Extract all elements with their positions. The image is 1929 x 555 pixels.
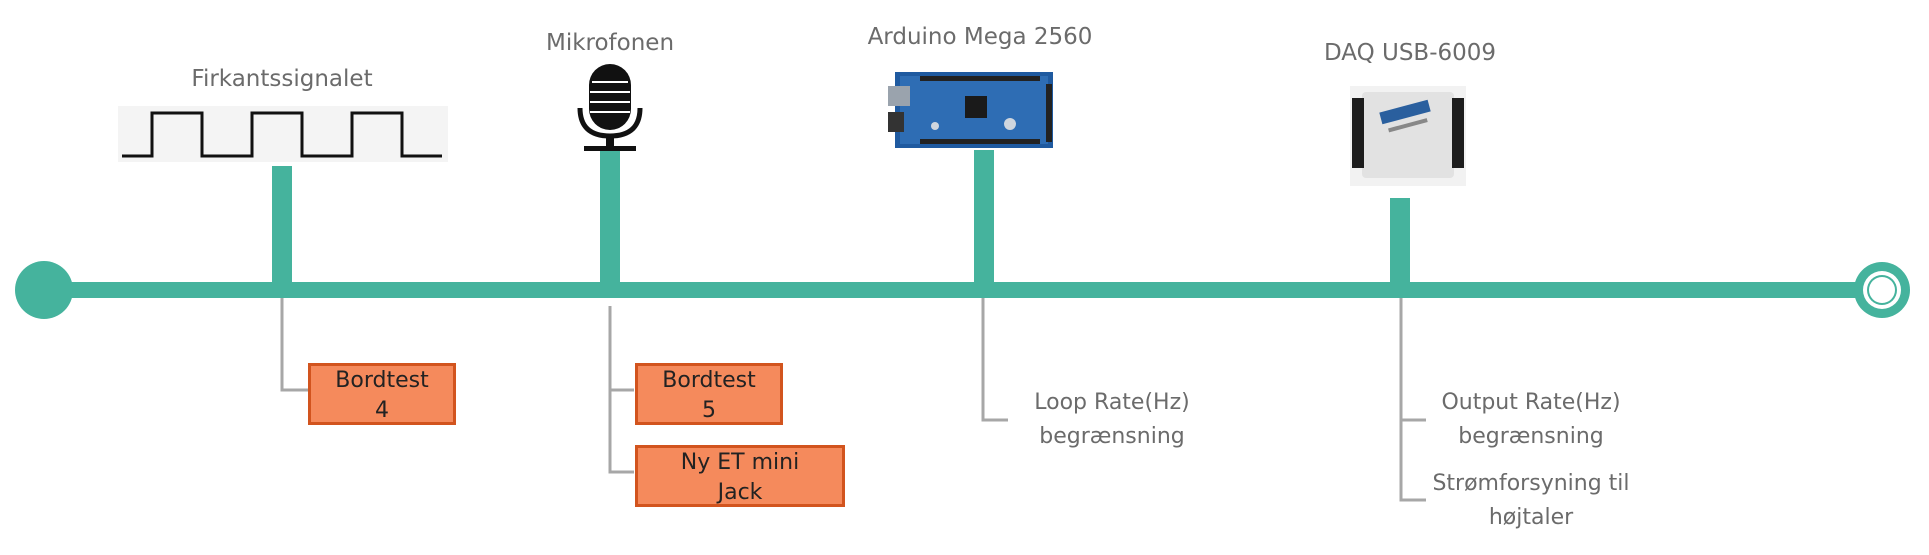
connector-daq (1399, 298, 1426, 422)
timeline-end-ring-hole (1869, 277, 1895, 303)
note-line2: højtaler (1488, 505, 1574, 530)
note-line1: Strømforsyning til (1432, 471, 1630, 496)
milestone-title-mikrofon: Mikrofonen (545, 30, 675, 56)
microphone-icon (577, 64, 643, 151)
box-line2: Jack (717, 480, 763, 505)
box-line1: Bordtest (662, 368, 756, 393)
box-line2: 4 (375, 398, 389, 423)
box-ny-et-mini-jack: Ny ET mini Jack (635, 445, 845, 507)
box-bordtest-5: Bordtest 5 (635, 363, 783, 425)
timeline-bar (44, 282, 1884, 298)
connector-arduino (981, 298, 1008, 422)
note-output-rate: Output Rate(Hz) begrænsning (1426, 386, 1636, 454)
note-stroemforsyning: Strømforsyning til højtaler (1426, 467, 1636, 535)
timeline-start-dot (15, 261, 73, 319)
milestone-title-daq: DAQ USB-6009 (1323, 40, 1497, 66)
stem-arduino (974, 150, 994, 286)
daq-device-icon (1350, 86, 1466, 186)
note-line1: Loop Rate(Hz) (1034, 390, 1190, 415)
stem-daq (1390, 198, 1410, 286)
square-wave-icon (118, 106, 448, 162)
arduino-board-icon (888, 72, 1053, 148)
box-bordtest-4: Bordtest 4 (308, 363, 456, 425)
box-line1: Ny ET mini (680, 450, 800, 475)
note-line2: begrænsning (1039, 424, 1185, 449)
stem-mikrofon (600, 150, 620, 286)
note-line1: Output Rate(Hz) (1441, 390, 1621, 415)
note-line2: begrænsning (1458, 424, 1604, 449)
connector-firkant (280, 298, 310, 392)
box-line2: 5 (702, 398, 716, 423)
milestone-title-firkant: Firkantssignalet (191, 66, 373, 92)
note-loop-rate: Loop Rate(Hz) begrænsning (1012, 386, 1212, 454)
milestone-title-arduino: Arduino Mega 2560 (867, 24, 1093, 50)
connector-mikrofon (608, 306, 634, 392)
stem-firkant (272, 166, 292, 286)
box-line1: Bordtest (335, 368, 429, 393)
